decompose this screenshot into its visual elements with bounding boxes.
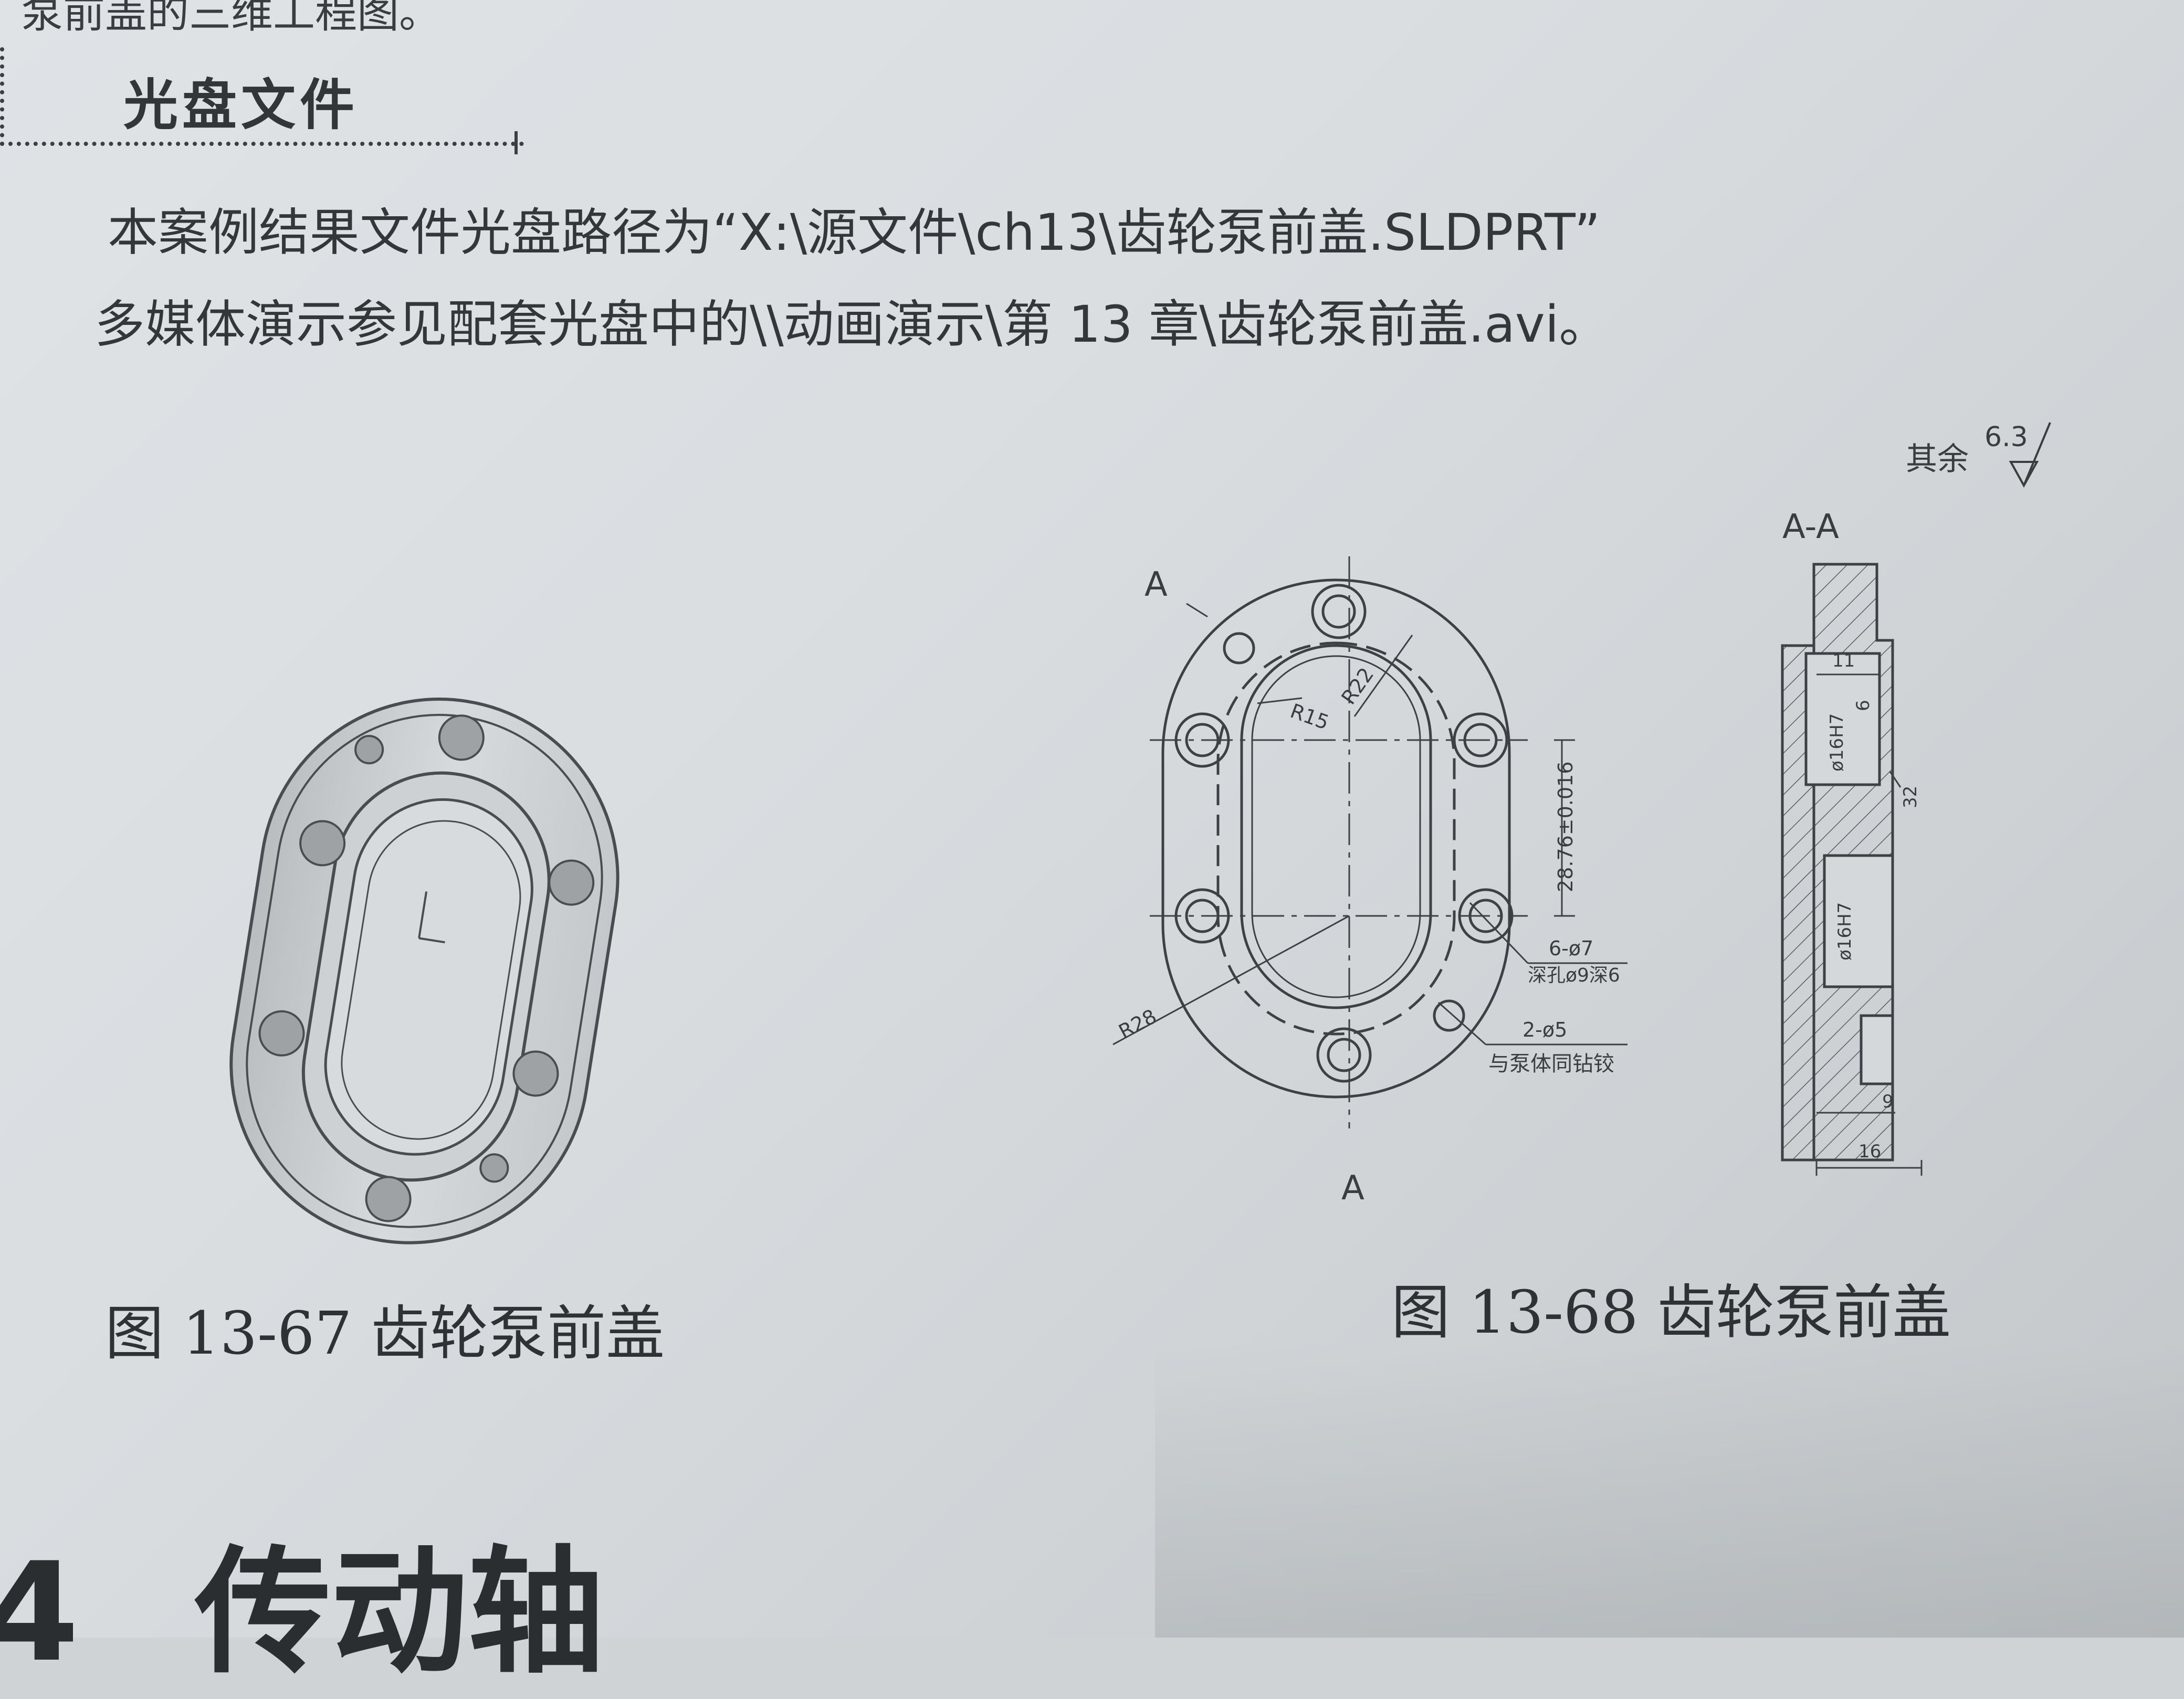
section-title: 光盘文件: [123, 73, 359, 137]
dim-6: 6: [1853, 700, 1874, 711]
body-line-demo: 多媒体演示参见配套光盘中的\\动画演示\第 13 章\齿轮泵前盖.avi。: [94, 295, 1610, 354]
figure-68-front-view: [1112, 556, 1628, 1128]
dim-r28: R28: [1115, 1005, 1161, 1043]
header-fragment: 泵前盖的三维工程图。: [21, 0, 441, 37]
dim-bore-lower: ø16H7: [1834, 902, 1855, 961]
section-view-label: A-A: [1782, 508, 1839, 546]
page-shadow: [1155, 1344, 2184, 1638]
dim-center-distance: 28.76±0.016: [1554, 762, 1577, 892]
figure-68-section-view: [1781, 563, 1923, 1176]
figures-canvas: A A A-A 其余 6.3 R15 R22 R28 28.76±0.016 6…: [229, 421, 2051, 1244]
chapter-title: 传动轴: [194, 1534, 604, 1692]
dim-bore-upper: ø16H7: [1826, 713, 1847, 772]
figure-67-caption: 图 13-67 齿轮泵前盖: [105, 1300, 665, 1368]
chapter-heading: 4 传动轴: [0, 1501, 604, 1699]
figure-67-bolt-holes: [258, 714, 595, 1222]
dim-holes2: 2-ø5: [1522, 1018, 1567, 1041]
section-box-border: [0, 47, 524, 146]
section-mark-top: A: [1144, 565, 1168, 604]
dim-9: 9: [1882, 1091, 1894, 1112]
chapter-number: 4: [0, 1534, 79, 1692]
dim-holes6: 6-ø7: [1549, 937, 1593, 960]
figure-67-3d-view: [229, 698, 620, 1244]
section-mark-bottom: A: [1341, 1169, 1364, 1208]
front-view-leaders: [1112, 603, 1628, 1046]
roughness-value: 6.3: [1984, 421, 2028, 453]
roughness-note: 其余: [1906, 441, 1969, 478]
dim-holes2-note: 与泵体同钻铰: [1488, 1052, 1614, 1076]
dim-r22: R22: [1337, 663, 1378, 709]
body-line-path: 本案例结果文件光盘路径为“X:\源文件\ch13\齿轮泵前盖.SLDPRT”: [108, 203, 1601, 262]
roughness-symbol-icon: [2009, 422, 2051, 488]
section-box-tick: [514, 131, 518, 154]
dim-32: 32: [1900, 786, 1921, 808]
front-view-holes: [1174, 584, 1514, 1083]
dim-11: 11: [1832, 650, 1855, 671]
figure-68-caption: 图 13-68 齿轮泵前盖: [1391, 1279, 1951, 1347]
dim-16: 16: [1858, 1141, 1881, 1162]
dim-holes6-note: 深孔ø9深6: [1528, 965, 1620, 986]
dim-r15: R15: [1287, 699, 1332, 734]
